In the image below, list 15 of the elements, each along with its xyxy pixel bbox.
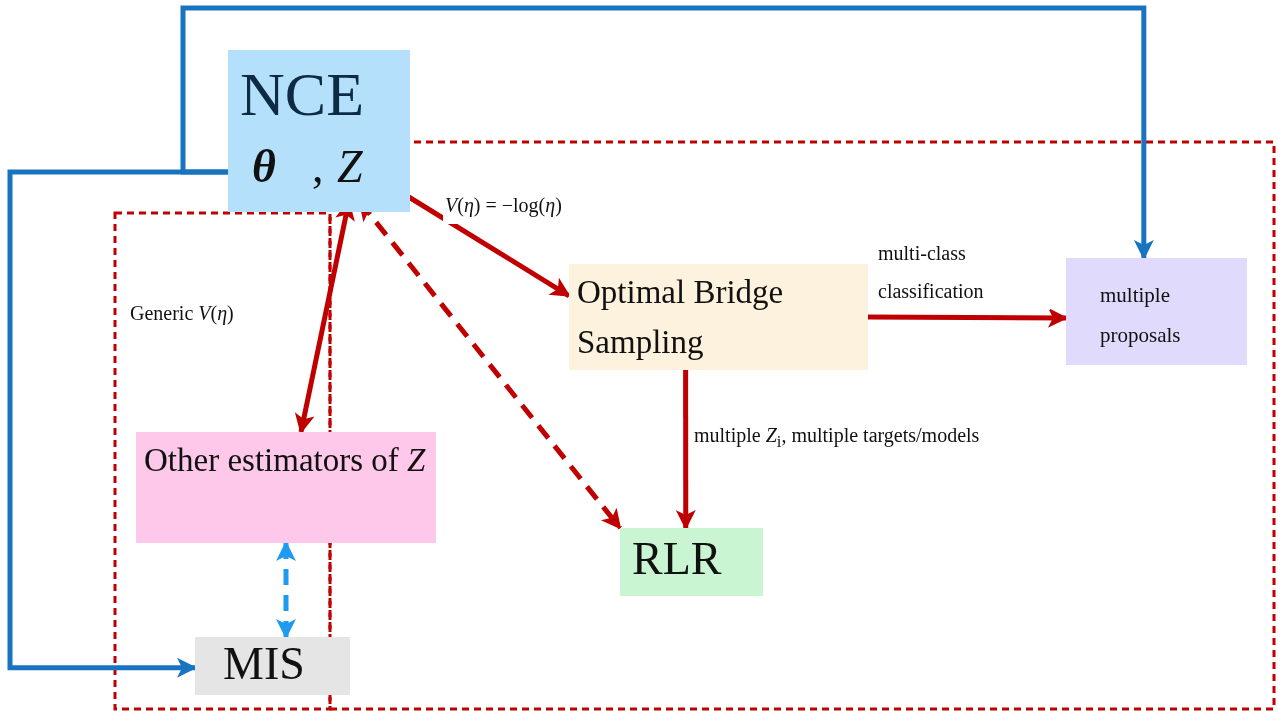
process-box [620, 528, 763, 596]
process-box [1066, 258, 1247, 365]
process-box [136, 432, 436, 543]
box-label: RLR [632, 534, 722, 585]
box-label: MIS [223, 639, 305, 690]
method-box [228, 50, 410, 212]
symbol-label: θ [252, 142, 276, 193]
box-label: Other estimators of Z [144, 441, 427, 480]
box-label: multiple proposals [1100, 282, 1182, 349]
separator-comma: , [312, 142, 324, 193]
box-label: Optimal Bridge Sampling [577, 273, 785, 362]
symbol-label: Z [337, 142, 363, 193]
box-label: NCE [240, 60, 364, 129]
process-box [569, 264, 868, 370]
process-box [195, 637, 350, 695]
